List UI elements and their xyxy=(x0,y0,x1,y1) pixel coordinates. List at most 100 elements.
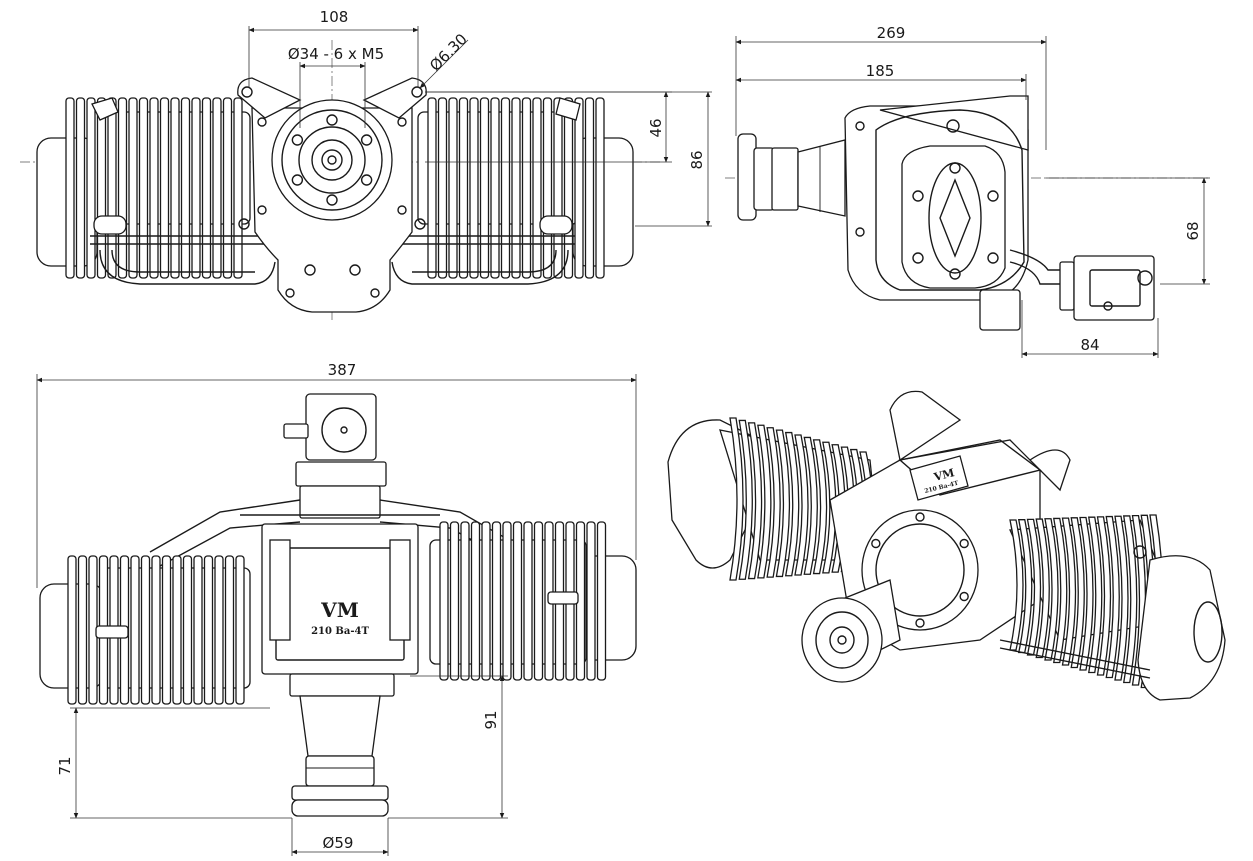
dim-top-length-b: 91 xyxy=(482,710,500,729)
dim-top-total-width: 387 xyxy=(328,361,357,379)
cooling-fin xyxy=(502,521,512,681)
cooling-fin xyxy=(201,97,212,279)
cooling-fin xyxy=(67,555,77,705)
cooling-fin xyxy=(77,555,88,705)
cooling-fin xyxy=(512,521,523,681)
cooling-fin xyxy=(96,97,107,279)
dim-front-mount-hole: Ø6.30 xyxy=(426,30,471,75)
cooling-fin xyxy=(595,97,605,279)
cooling-fin xyxy=(1070,517,1085,669)
cooling-fin xyxy=(500,97,511,279)
cooling-fin xyxy=(191,97,201,279)
cooling-fin xyxy=(584,97,595,279)
hub-bolt xyxy=(915,618,925,628)
cooling-fin xyxy=(491,521,502,681)
cooling-fin xyxy=(159,97,170,279)
hub-bolt-pattern xyxy=(291,114,373,206)
cooling-fin xyxy=(523,521,533,681)
cooling-fins-left xyxy=(65,97,243,279)
dim-front-upper-height: 46 xyxy=(647,118,665,137)
cooling-fin xyxy=(469,97,479,279)
hub-bolt xyxy=(326,194,338,206)
cooling-fin xyxy=(138,97,149,279)
brand-model: 210 Ba-4T xyxy=(311,626,369,637)
brand-logo: VM xyxy=(320,598,359,622)
dim-front-bolt-spacing: 108 xyxy=(320,8,349,26)
side-view: 269 185 68 84 xyxy=(725,24,1210,358)
dim-side-total-length: 269 xyxy=(877,24,906,42)
cooling-fin xyxy=(170,97,180,279)
cooling-fin xyxy=(222,97,233,279)
cooling-fin xyxy=(822,441,837,574)
cooling-fin xyxy=(479,97,490,279)
cooling-fin xyxy=(794,434,809,576)
cooling-fin xyxy=(117,97,128,279)
cooling-fin xyxy=(1079,516,1094,671)
cooling-fin xyxy=(449,521,460,681)
hub-bolt xyxy=(959,538,969,549)
dim-front-total-height: 86 xyxy=(688,150,706,169)
cooling-fin xyxy=(460,521,470,681)
cooling-fin xyxy=(1122,515,1138,684)
dim-front-bolt-circle: Ø34 - 6 x M5 xyxy=(288,45,384,63)
cooling-fin xyxy=(542,97,553,279)
cooling-fin xyxy=(193,555,203,705)
cooling-fin xyxy=(574,97,584,279)
cooling-fins-right xyxy=(439,521,607,681)
cooling-fin xyxy=(766,427,781,578)
front-view: 108 Ø34 - 6 x M5 Ø6.30 46 86 xyxy=(20,8,712,320)
cooling-fin xyxy=(203,555,214,705)
cooling-fin xyxy=(757,424,772,579)
cooling-fin xyxy=(75,97,86,279)
cooling-fin xyxy=(130,555,140,705)
cooling-fin xyxy=(511,97,521,279)
hub-bolt xyxy=(326,114,338,126)
cooling-fin xyxy=(775,429,791,578)
cooling-fin xyxy=(1035,518,1050,659)
cooling-fin xyxy=(784,431,800,577)
cooling-fin xyxy=(180,97,191,279)
hub-bolt xyxy=(360,134,373,146)
cooling-fin xyxy=(212,97,222,279)
cooling-fin xyxy=(470,521,481,681)
hub-bolt xyxy=(959,591,969,602)
cooling-fin xyxy=(812,439,828,575)
cooling-fins-left xyxy=(67,555,245,705)
cooling-fin xyxy=(596,521,607,681)
hub-bolt xyxy=(871,538,881,549)
cooling-fin xyxy=(172,555,182,705)
cooling-fin xyxy=(182,555,193,705)
cooling-fin xyxy=(481,521,491,681)
cooling-fin xyxy=(553,97,563,279)
cooling-fin xyxy=(729,417,744,581)
cooling-fin xyxy=(1087,516,1103,674)
cooling-fin xyxy=(235,555,245,705)
cooling-fin xyxy=(1044,518,1059,661)
cooling-fin xyxy=(437,97,448,279)
cooling-fin xyxy=(521,97,532,279)
cooling-fin xyxy=(1052,517,1068,664)
hub-bolt xyxy=(291,174,304,186)
cooling-fin xyxy=(448,97,458,279)
cooling-fin xyxy=(149,97,159,279)
top-view: VM 210 Ba-4T 387 71 91 xyxy=(36,361,637,856)
cooling-fin xyxy=(1009,519,1024,651)
hub-bolt xyxy=(915,512,925,522)
cooling-fin xyxy=(161,555,172,705)
dim-side-partial-length: 185 xyxy=(866,62,895,80)
cooling-fin xyxy=(458,97,469,279)
dim-top-hub-diameter: Ø59 xyxy=(323,834,354,852)
cooling-fin xyxy=(140,555,151,705)
iso-brand-logo: VM xyxy=(932,466,956,484)
cooling-fin xyxy=(128,97,138,279)
cooling-fin xyxy=(1114,515,1129,681)
cooling-fin xyxy=(803,436,818,575)
cooling-fin xyxy=(747,422,763,580)
cooling-fin xyxy=(1096,516,1112,676)
dim-top-length-a: 71 xyxy=(56,756,74,775)
cooling-fin xyxy=(214,555,224,705)
cooling-fin xyxy=(439,521,449,681)
cooling-fin xyxy=(1105,515,1120,679)
dim-side-shaft-height: 68 xyxy=(1184,221,1202,240)
